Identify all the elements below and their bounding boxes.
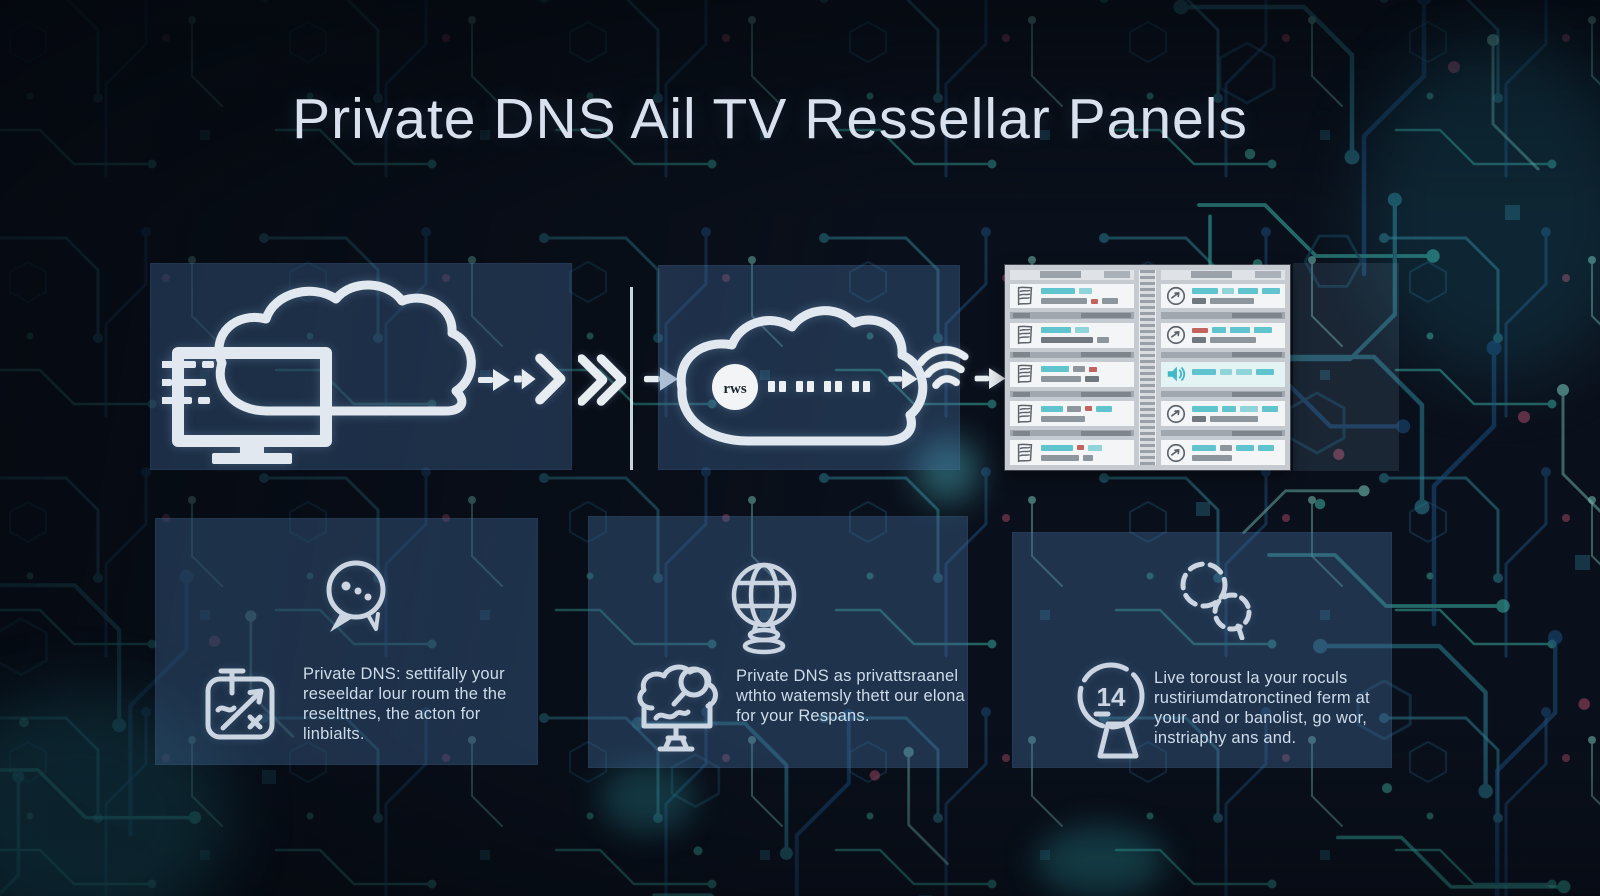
wifi-icon [916,346,969,389]
sketch-icon [1014,403,1036,425]
refresh-circle-icon [1165,324,1187,346]
chat-circles-icon [1180,561,1252,640]
speaker-icon [1165,363,1187,385]
panel-separator [1161,429,1285,437]
panel-row [1010,322,1134,348]
card-text: Live toroust la your roculs rustiriumdat… [1154,669,1370,747]
panel-row [1161,440,1285,466]
panel-row [1010,362,1134,387]
sketch-icon [1014,363,1036,385]
panel-separator [1010,351,1134,359]
info-card-private-panel: Private DNS as privattsraanel wthto wate… [588,516,968,768]
timer-icon: 14 [1077,662,1145,759]
panel-separator [1010,390,1134,398]
arrow-double-chevron-icon [514,353,566,405]
source-panel [150,263,572,470]
dash-dots [768,381,870,392]
panel-separator [1010,312,1134,319]
monitor-cloud-icon [637,664,718,752]
divider-line [630,287,633,470]
card-text: Private DNS: settifally your reseeldar l… [303,665,507,743]
arrow-icon [888,368,918,390]
page-title: Private DNS Ail TV Ressellar Panels [292,87,1248,151]
refresh-circle-icon [1165,442,1187,464]
info-card-live-support: 14 Live toroust la your roculs rustirium… [1012,532,1392,768]
refresh-circle-icon [1165,403,1187,425]
arrow-icon [478,369,510,391]
panel-row [1161,283,1285,309]
globe-stand-icon [731,562,797,655]
info-card-dns-reseller: Private DNS: settifally your reseeldar l… [155,518,538,765]
translate-icon [205,668,275,740]
panel-column-left [1010,270,1134,466]
dns-cloud-panel: rws [658,265,960,470]
panel-row [1010,401,1134,426]
panel-header [1010,270,1134,280]
double-chevron-icon [578,354,626,406]
panel-row [1161,401,1285,426]
sketch-icon [1014,442,1036,464]
arrow-icon [974,367,1006,390]
timer-label: 14 [1097,682,1126,712]
panel-column-right [1161,270,1285,466]
panel-center-strip [1139,270,1156,465]
sketch-icon [1014,324,1036,346]
panel-separator [1010,429,1134,437]
card-text: Private DNS as privattsraanel wthto wate… [736,667,965,725]
panel-separator [1161,312,1285,319]
panel-row [1010,440,1134,466]
panel-separator [1161,390,1285,398]
rws-badge [712,364,758,410]
arrow-icon [644,367,678,391]
reseller-panel-screenshot [1005,265,1290,470]
rws-badge-label: rws [723,381,746,397]
panel-row-highlight [1161,362,1285,387]
panel-row [1010,283,1134,309]
chat-bubble-icon [326,560,386,632]
sketch-icon [1014,285,1036,307]
panel-separator [1161,351,1285,359]
panel-header [1161,270,1285,280]
cloud-rws-icon: rws [676,306,928,446]
panel-row [1161,322,1285,348]
monitor-cloud-upload-icon [162,280,476,464]
refresh-circle-icon [1165,285,1187,307]
